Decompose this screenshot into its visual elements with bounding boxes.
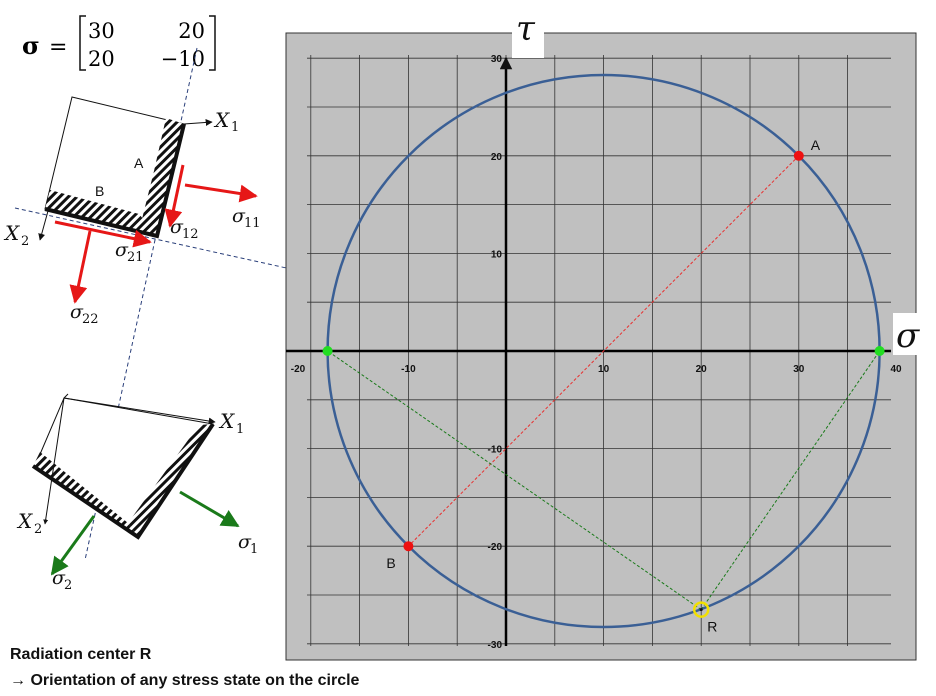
axis-x1-arrow <box>183 118 213 126</box>
radiation-line-sigma1 <box>700 350 881 610</box>
stress-21-sub: 21 <box>127 250 144 265</box>
point-r-center <box>699 608 703 612</box>
point-r-marker <box>692 601 710 618</box>
hatch-face-b <box>45 190 157 236</box>
matrix-cell-21: 20 <box>88 47 115 71</box>
axis-tick-labels: -20 -10 10 20 30 40 30 20 10 -10 -20 -30 <box>291 54 902 651</box>
y-tick-label: 30 <box>491 54 503 65</box>
principal-axis-x1-sub: 1 <box>236 422 244 437</box>
point-s2-marker <box>322 346 333 356</box>
principal-hatch-left <box>33 452 138 537</box>
matrix-equals: = <box>49 35 67 60</box>
principal-axis-x2-sub: 2 <box>34 522 42 537</box>
stress-11-sub: 11 <box>244 216 261 231</box>
stress-1-label: σ <box>238 531 252 553</box>
tau-label-bg <box>512 4 544 58</box>
stress-12-label: σ <box>170 216 184 238</box>
x-tick-label: 20 <box>696 364 708 375</box>
diameter-a-b <box>408 155 800 547</box>
stress-22-label: σ <box>70 301 84 323</box>
x-tick-label: -10 <box>401 364 416 375</box>
face-label-a: A <box>134 155 144 171</box>
point-s1-marker <box>874 346 885 356</box>
point-a-label: A <box>811 137 821 153</box>
matrix-left-bracket <box>79 15 86 71</box>
stress-11-label: σ <box>232 205 246 227</box>
sigma-label-bg <box>893 313 933 355</box>
principal-corner <box>63 393 69 399</box>
stress-2-arrow <box>50 515 96 576</box>
x-tick-label: 10 <box>598 364 610 375</box>
principal-axis-x2-arrow <box>43 397 65 525</box>
stress-2-label: σ <box>52 567 66 589</box>
stress-21-label: σ <box>115 239 129 261</box>
caption-orientation: → Orientation of any stress state on the… <box>10 672 359 690</box>
plot-background <box>285 32 917 661</box>
radiation-line-sigma2 <box>327 350 702 611</box>
stress-22-arrow <box>69 230 92 304</box>
x-tick-label: -20 <box>291 364 306 375</box>
principal-axis-x2-label: X <box>16 509 33 533</box>
principal-axis-x1-arrow <box>63 397 216 425</box>
x-tick-label: 30 <box>793 364 805 375</box>
y-tick-label: -10 <box>488 445 503 456</box>
stress-2-sub: 2 <box>64 578 72 593</box>
principal-axis-x1-label: X <box>218 409 235 433</box>
caption-orientation-text: Orientation of any stress state on the c… <box>26 672 360 689</box>
matrix-cell-12: 20 <box>178 19 205 43</box>
matrix-symbol: σ <box>22 31 40 60</box>
principal-element-bottom: X 1 X 2 σ 1 σ 2 <box>16 393 258 593</box>
mohr-circle-plot: -20 -10 10 20 30 40 30 20 10 -10 -20 -30 A B R τ σ <box>285 4 933 661</box>
point-b-label: B <box>386 555 395 571</box>
y-tick-label: 10 <box>491 249 503 260</box>
matrix-cell-11: 30 <box>88 19 115 43</box>
matrix-cell-22: −10 <box>161 47 205 71</box>
stress-1-arrow <box>179 490 240 528</box>
axis-x2-arrow <box>38 210 49 241</box>
stress-22-sub: 22 <box>82 312 99 327</box>
principal-hatch-right <box>128 424 213 537</box>
matrix-right-bracket <box>209 15 216 71</box>
axis-x1-label: X <box>213 108 230 132</box>
point-r-label: R <box>707 619 717 635</box>
y-tick-label: 20 <box>491 152 503 163</box>
stress-21-arrow <box>54 220 152 248</box>
stress-12-arrow <box>164 164 185 228</box>
y-tick-label: -30 <box>488 640 503 651</box>
stress-11-arrow <box>184 183 258 203</box>
principal-cut-edges <box>31 422 215 540</box>
point-b-marker <box>403 541 414 552</box>
stress-12-sub: 12 <box>182 227 199 242</box>
rotated-element-top: X 1 X 2 A B σ 11 σ 12 σ 21 σ 22 <box>3 96 261 327</box>
hatch-face-a <box>139 118 184 236</box>
mohr-points: A B R <box>322 137 885 635</box>
sigma-axis-label: σ <box>896 316 920 356</box>
axis-x2-sub: 2 <box>21 234 29 249</box>
arrow-icon: → <box>10 672 26 689</box>
stress-matrix: σ = 30 20 20 −10 <box>22 15 216 71</box>
stress-1-sub: 1 <box>250 542 258 557</box>
x-tick-label: 40 <box>890 364 902 375</box>
axis-x2-label: X <box>3 221 20 245</box>
y-tick-label: -20 <box>488 542 503 553</box>
point-a-marker <box>793 150 804 161</box>
axis-x1-sub: 1 <box>231 120 239 135</box>
element-cut-edges <box>44 123 186 239</box>
tau-axis-label: τ <box>516 9 536 49</box>
face-label-b: B <box>95 183 104 199</box>
caption-radiation-center: Radiation center R <box>10 646 152 663</box>
